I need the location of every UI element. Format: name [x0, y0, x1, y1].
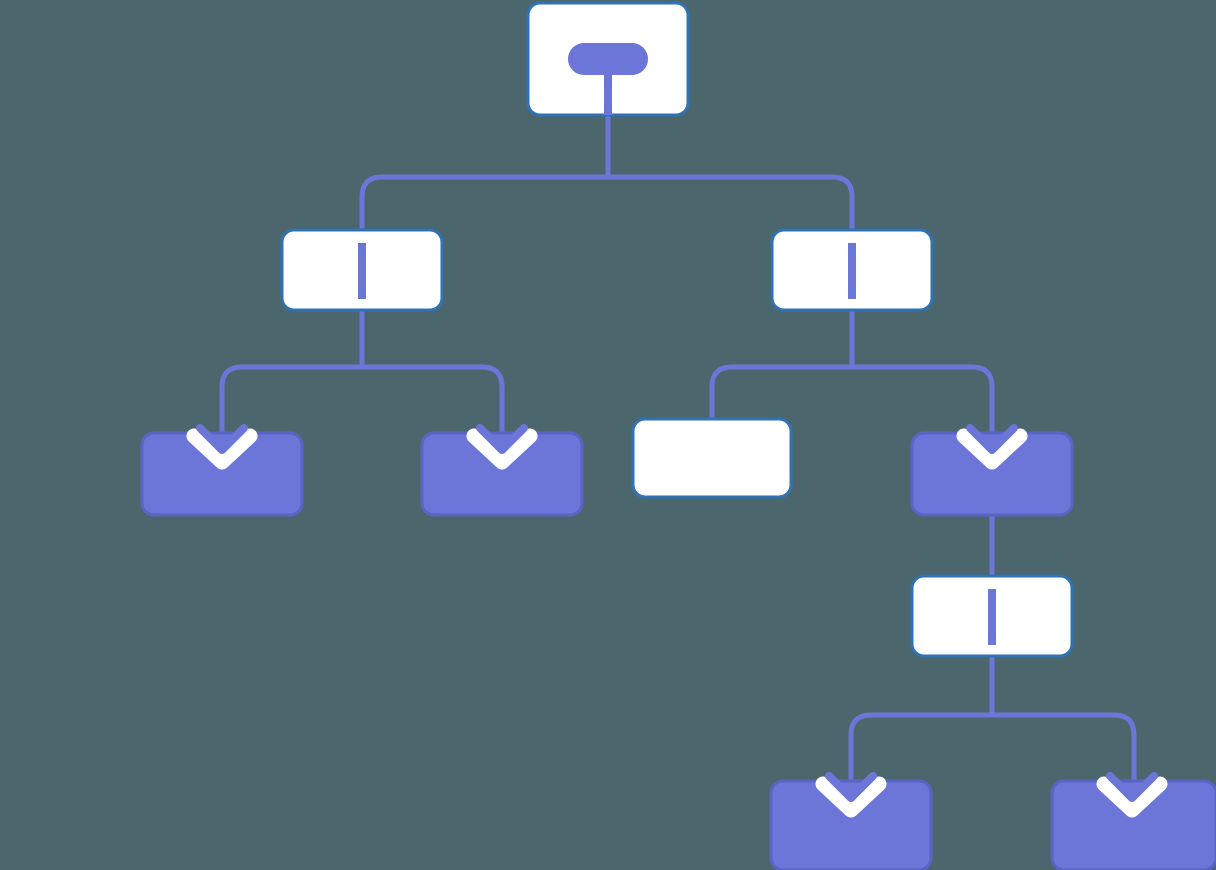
branch-node-left-inner-line — [358, 243, 366, 299]
leaf-node-2-box[interactable] — [420, 431, 584, 517]
arrows-layer — [186, 424, 1168, 818]
chevron-down-white-icon — [1096, 776, 1168, 818]
connector-right-branch-to-leaves — [709, 310, 995, 441]
leaf-node-1-box[interactable] — [140, 431, 304, 517]
connectors-layer — [219, 115, 1137, 789]
chevron-down-white-icon — [956, 428, 1028, 470]
chevron-down-accent-icon — [966, 424, 1018, 454]
branch-node-right-inner-line — [848, 243, 856, 299]
chevron-down-white-icon — [815, 776, 887, 818]
chevron-down-white-icon — [186, 428, 258, 470]
leaf-node-1[interactable] — [140, 431, 304, 517]
double-chevron-down-icon — [466, 424, 538, 470]
branch-node-left[interactable] — [280, 228, 444, 312]
double-chevron-down-icon — [1096, 772, 1168, 818]
branch-node-deep-inner-line — [988, 589, 996, 645]
leaf-node-3-box[interactable] — [910, 431, 1074, 517]
double-chevron-down-icon — [815, 772, 887, 818]
chevron-down-accent-icon — [1106, 772, 1158, 802]
nodes-layer — [140, 1, 1216, 870]
leaf-node-2[interactable] — [420, 431, 584, 517]
leaf-node-3[interactable] — [910, 431, 1074, 517]
double-chevron-down-icon — [956, 424, 1028, 470]
root-node[interactable] — [526, 1, 690, 117]
plain-node[interactable] — [631, 417, 793, 499]
branch-node-deep[interactable] — [910, 574, 1074, 658]
root-node-pill-icon — [568, 43, 648, 75]
plain-node-box[interactable] — [631, 417, 793, 499]
leaf-node-5-box[interactable] — [1050, 779, 1216, 870]
double-chevron-down-icon — [186, 424, 258, 470]
connector-root-to-branches — [359, 115, 855, 238]
branch-node-right[interactable] — [770, 228, 934, 312]
chevron-down-accent-icon — [476, 424, 528, 454]
connector-deep-branch-to-leaves — [848, 656, 1137, 789]
chevron-down-accent-icon — [196, 424, 248, 454]
root-node-stem — [604, 70, 612, 115]
chevron-down-accent-icon — [825, 772, 877, 802]
chevron-down-white-icon — [466, 428, 538, 470]
leaf-node-5[interactable] — [1050, 779, 1216, 870]
leaf-node-4[interactable] — [769, 779, 933, 870]
leaf-node-4-box[interactable] — [769, 779, 933, 870]
connector-left-branch-to-leaves — [219, 310, 505, 441]
